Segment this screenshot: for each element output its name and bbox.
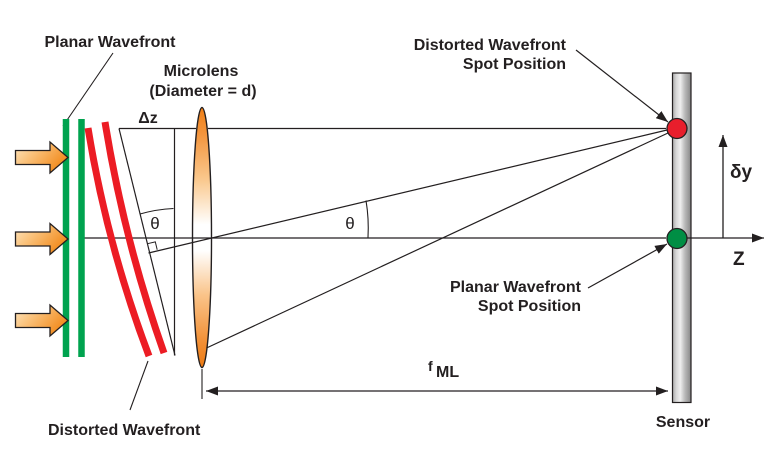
planar-wavefront-leader-line — [62, 52, 114, 127]
planar-spot-label-arrow — [587, 243, 668, 289]
label-sensor: Sensor — [656, 414, 710, 431]
distorted-spot-label-arrow — [575, 49, 669, 123]
label-theta-ray: θ — [345, 214, 354, 233]
label-distorted-spot-line1: Distorted Wavefront — [414, 37, 567, 54]
light-arrow-middle — [14, 222, 69, 256]
planar-spot-dot — [666, 227, 688, 250]
label-distorted-wavefront-bottom: Distorted Wavefront — [48, 422, 201, 439]
right-angle-marker — [147, 241, 158, 250]
label-theta-wavefront: θ — [150, 214, 159, 233]
label-distorted-spot-line2: Spot Position — [463, 56, 566, 73]
marginal-ray — [206, 132, 669, 349]
distorted-wavefront-line-2 — [101, 121, 168, 355]
label-planar-spot-line2: Spot Position — [478, 298, 581, 315]
distorted-wavefront-leader-line — [129, 360, 149, 411]
label-z-axis: Z — [733, 249, 745, 270]
theta-arc-wavefront — [139, 207, 174, 215]
distorted-spot-dot — [666, 117, 688, 140]
label-focal-length-subscript: ML — [436, 364, 459, 381]
label-planar-spot-line1: Planar Wavefront — [450, 279, 582, 296]
wavefront-tilt-line — [118, 128, 176, 356]
theta-arc-ray — [365, 200, 369, 238]
label-delta-y: δy — [730, 162, 753, 183]
chief-ray — [148, 129, 668, 254]
light-arrow-top — [14, 140, 69, 175]
label-microlens: Microlens — [164, 63, 239, 80]
label-microlens-diameter: (Diameter = d) — [149, 83, 256, 100]
label-planar-wavefront-top: Planar Wavefront — [45, 34, 177, 51]
label-delta-z: Δz — [138, 110, 158, 127]
distorted-wavefront-line-1 — [84, 127, 153, 358]
light-arrow-bottom — [14, 303, 69, 338]
label-focal-length-symbol: f — [428, 358, 433, 374]
